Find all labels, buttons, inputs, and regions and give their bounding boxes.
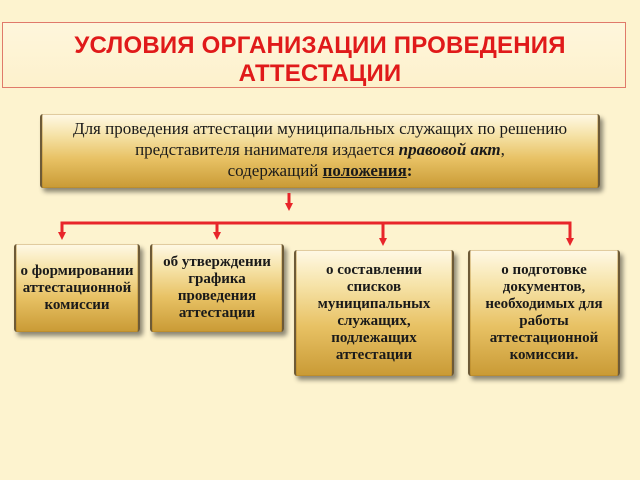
provision-box-documents: о подготовке документов, необходимых для… — [468, 250, 620, 376]
title-line-2: АТТЕСТАЦИИ — [238, 60, 402, 87]
main-line-2-text: представителя нанимателя издается — [135, 140, 399, 159]
main-line-2-suffix: , — [500, 140, 505, 159]
main-line-1: Для проведения аттестации муниципальных … — [72, 119, 568, 138]
provision-text-3: о составлении списков муниципальных служ… — [317, 262, 431, 363]
main-statement-box: Для проведения аттестации муниципальных … — [40, 114, 600, 188]
provision-box-schedule: об утверждении графика проведения аттест… — [150, 244, 284, 332]
title-frame — [2, 22, 626, 88]
provision-text-4: о подготовке документов, необходимых для… — [485, 262, 603, 363]
branch-bar — [60, 221, 572, 235]
provision-text-2: об утверждении графика проведения аттест… — [163, 254, 271, 321]
legal-act-phrase: правовой акт — [398, 140, 501, 159]
main-line-3-suffix: : — [406, 161, 413, 180]
main-line-2: представителя нанимателя издается правов… — [42, 139, 598, 160]
main-line-3-text: содержащий — [227, 161, 323, 180]
main-line-3: содержащий положения: — [42, 160, 598, 181]
page-title: УСЛОВИЯ ОРГАНИЗАЦИИ ПРОВЕДЕНИЯ АТТЕСТАЦИ… — [30, 32, 610, 88]
provision-box-commission: о формировании аттестационной комиссии — [14, 244, 140, 332]
provisions-phrase: положения — [322, 161, 407, 180]
title-line-1: УСЛОВИЯ ОРГАНИЗАЦИИ ПРОВЕДЕНИЯ — [74, 32, 566, 59]
provision-box-lists: о составлении списков муниципальных служ… — [294, 250, 454, 376]
provision-text-1: о формировании аттестационной комиссии — [20, 262, 134, 313]
